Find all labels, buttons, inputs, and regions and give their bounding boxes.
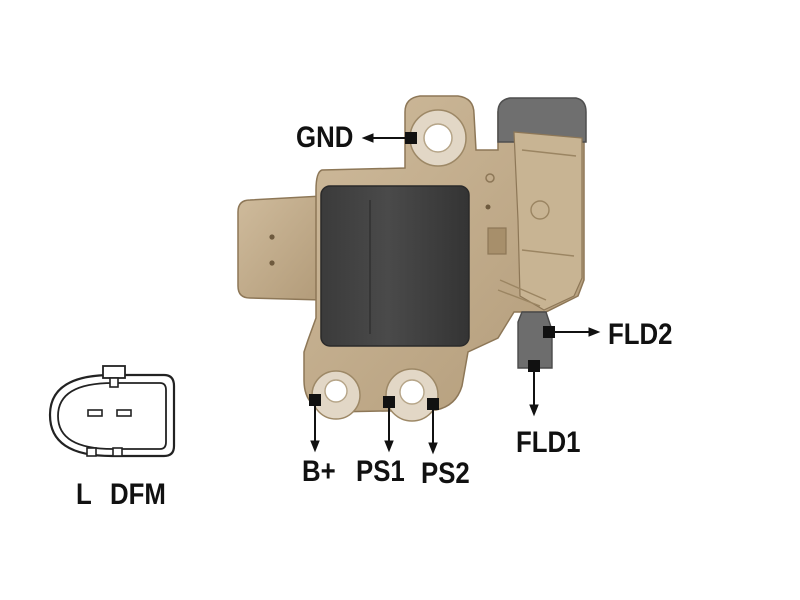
callouts [309, 132, 601, 455]
b-plus-eyelet-hole [324, 379, 348, 403]
connector-dfm-label: DFM [110, 478, 166, 511]
housing-logo [530, 200, 550, 220]
tab-hole [269, 234, 275, 240]
housing-slot [487, 227, 507, 255]
left-mounting-tab [237, 195, 323, 301]
ps2-marker [427, 398, 439, 410]
fld2-label: FLD2 [608, 318, 673, 351]
b-plus-label: B+ [302, 455, 336, 488]
fld2-marker [543, 326, 555, 338]
b-plus-marker [309, 394, 321, 406]
connector-foot-left [86, 447, 97, 457]
connector-pin-l [87, 409, 103, 417]
ps1-marker [383, 396, 395, 408]
connector-key [102, 365, 126, 379]
housing-ridges [497, 149, 577, 307]
housing-dot [485, 173, 495, 183]
fld1-label: FLD1 [516, 426, 581, 459]
ps1-label: PS1 [356, 455, 405, 488]
gnd-marker [405, 132, 417, 144]
housing-side-panel [513, 131, 583, 311]
regulator-cover [320, 185, 470, 347]
connector-outline [48, 373, 176, 458]
connector-foot-right [112, 447, 123, 457]
regulator-body [237, 95, 587, 422]
connector-plug [48, 365, 176, 458]
ps2-label: PS2 [421, 457, 470, 490]
connector-key-slot [109, 377, 119, 388]
fld1-marker [528, 360, 540, 372]
brush-holder-top [497, 97, 587, 143]
connector-l-label: L [76, 478, 92, 511]
ps-eyelet-hole [399, 379, 425, 405]
tab-hole [269, 260, 275, 266]
housing-dot [485, 204, 491, 210]
gnd-eyelet-hole [423, 123, 453, 153]
fld-terminal-pins [517, 311, 553, 369]
connector-pin-dfm [116, 409, 132, 417]
connector-inner-outline [57, 382, 167, 450]
gnd-label: GND [296, 121, 354, 154]
